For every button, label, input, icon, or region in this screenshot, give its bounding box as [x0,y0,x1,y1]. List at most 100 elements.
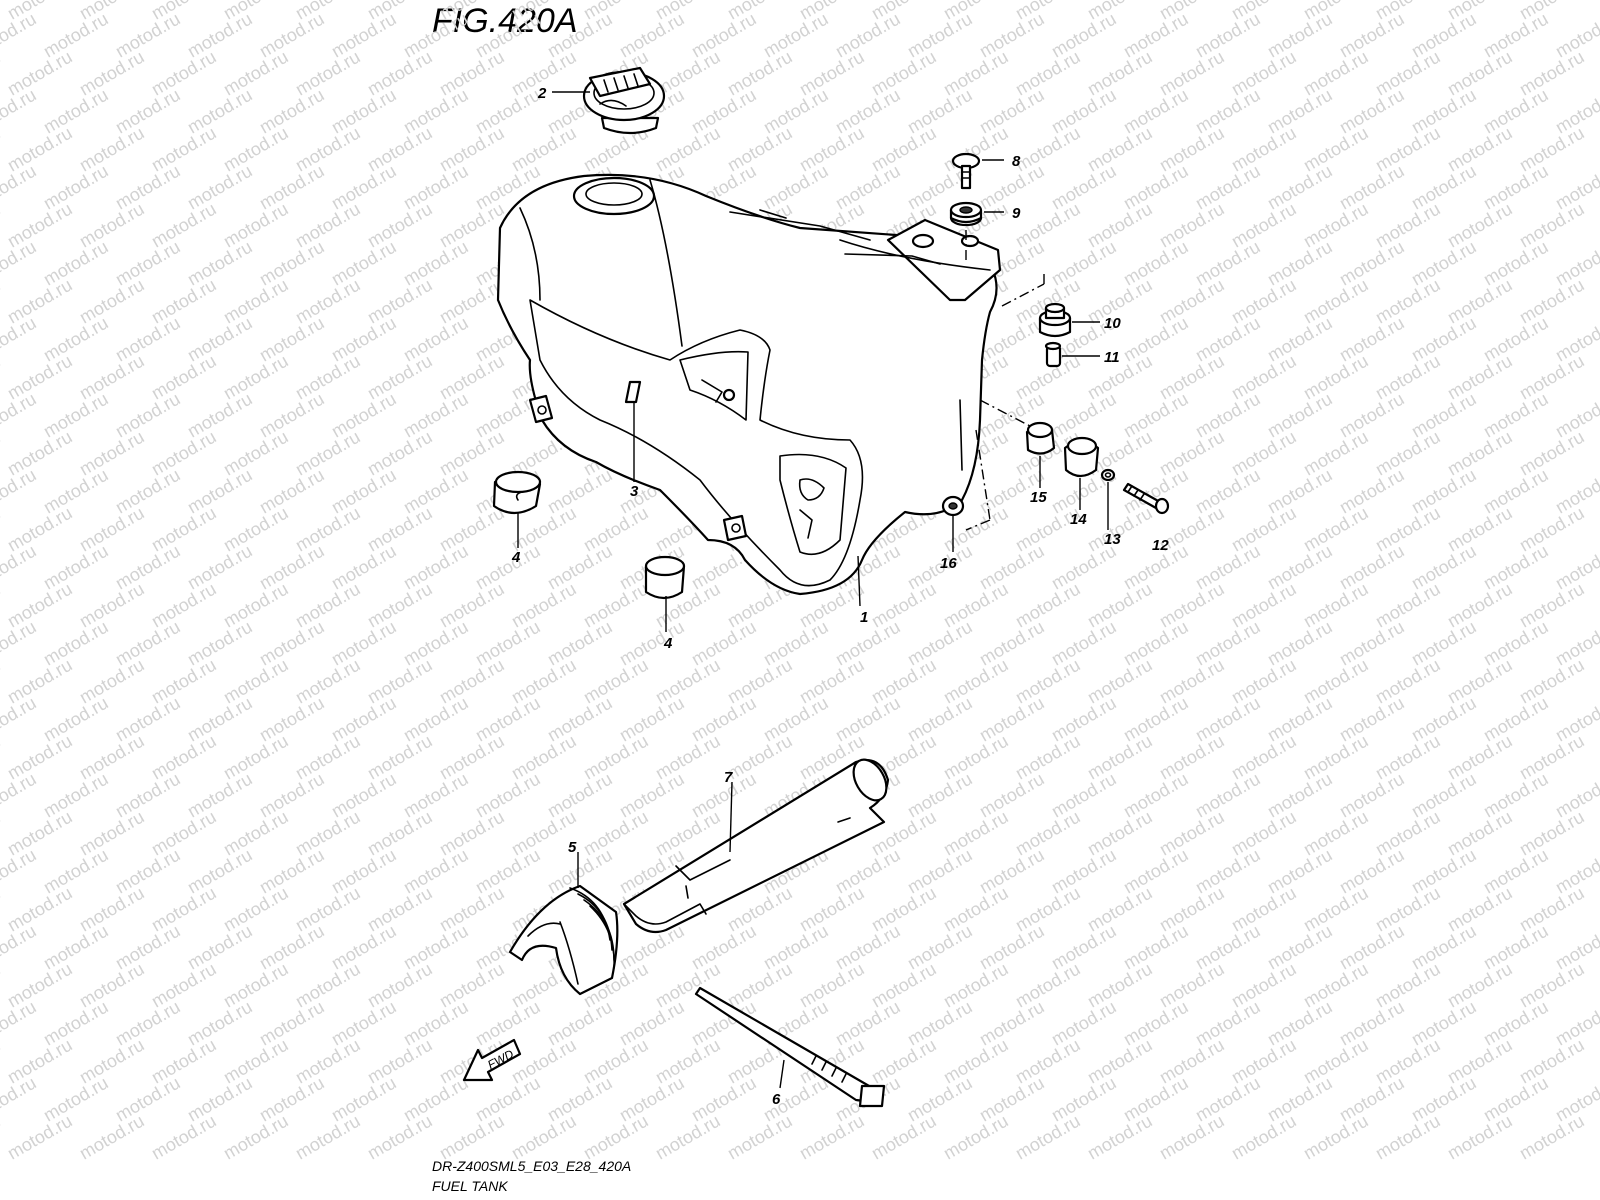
watermark-text: motod.ru [868,123,940,176]
part-15-cushion[interactable] [1025,421,1056,455]
watermark-text: motod.ru [1444,351,1516,404]
part-12-bolt[interactable] [1122,482,1170,515]
watermark-text: motod.ru [1120,921,1192,974]
watermark-text: motod.ru [1300,883,1372,936]
watermark-text: motod.ru [4,883,76,936]
part-2-fuel-cap[interactable] [582,66,666,135]
part-10-cushion[interactable] [1038,302,1072,338]
watermark-text: motod.ru [220,731,292,784]
watermark-text: motod.ru [1084,199,1156,252]
watermark-text: motod.ru [1156,731,1228,784]
watermark-text: motod.ru [868,959,940,1012]
watermark-text: motod.ru [472,997,544,1050]
watermark-text: motod.ru [148,503,220,556]
watermark-text: motod.ru [328,997,400,1050]
watermark-text: motod.ru [616,617,688,670]
watermark-text: motod.ru [1192,85,1264,138]
watermark-text: motod.ru [580,503,652,556]
watermark-text: motod.ru [76,427,148,480]
part-13-washer[interactable] [1100,468,1116,482]
watermark-text: motod.ru [436,807,508,860]
part-9-grommet[interactable] [949,201,983,227]
watermark-text: motod.ru [184,693,256,746]
watermark-text: motod.ru [328,845,400,898]
watermark-text: motod.ru [0,351,4,404]
part-7-protector-tube[interactable] [622,754,893,934]
watermark-text: motod.ru [1264,845,1336,898]
watermark-text: motod.ru [868,1111,940,1164]
part-1-fuel-tank[interactable] [496,173,1002,596]
watermark-text: motod.ru [112,693,184,746]
watermark-text: motod.ru [616,997,688,1050]
part-4-cushion-upper[interactable] [492,470,542,515]
watermark-text: motod.ru [400,161,472,214]
watermark-text: motod.ru [724,1111,796,1164]
watermark-text: motod.ru [0,845,40,898]
watermark-text: motod.ru [1156,579,1228,632]
part-8-bolt[interactable] [951,152,981,190]
watermark-text: motod.ru [292,807,364,860]
watermark-text: motod.ru [1336,617,1408,670]
watermark-text: motod.ru [1264,9,1336,62]
callout-12: 12 [1152,537,1169,554]
watermark-text: motod.ru [436,47,508,100]
watermark-text: motod.ru [1300,1111,1372,1164]
watermark-text: motod.ru [652,123,724,176]
watermark-text: motod.ru [40,997,112,1050]
watermark-text: motod.ru [940,807,1012,860]
watermark-text: motod.ru [1228,123,1300,176]
part-11-collar[interactable] [1044,341,1062,368]
watermark-text: motod.ru [400,313,472,366]
part-14-cushion[interactable] [1063,436,1100,478]
watermark-text: motod.ru [1084,351,1156,404]
watermark-text: motod.ru [1120,997,1192,1050]
part-5-clamp[interactable] [508,884,619,996]
watermark-text: motod.ru [184,237,256,290]
watermark-text: motod.ru [1120,769,1192,822]
watermark-text: motod.ru [328,465,400,518]
watermark-text: motod.ru [976,541,1048,594]
watermark-text: motod.ru [1192,1073,1264,1126]
watermark-text: motod.ru [292,959,364,1012]
watermark-text: motod.ru [1372,1111,1444,1164]
watermark-text: motod.ru [472,541,544,594]
watermark-text: motod.ru [112,9,184,62]
watermark-text: motod.ru [400,541,472,594]
watermark-text: motod.ru [1408,1073,1480,1126]
watermark-text: motod.ru [1192,845,1264,898]
watermark-text: motod.ru [1084,123,1156,176]
watermark-text: motod.ru [652,1111,724,1164]
watermark-text: motod.ru [292,351,364,404]
watermark-text: motod.ru [1408,389,1480,442]
watermark-text: motod.ru [508,1111,580,1164]
watermark-text: motod.ru [1372,275,1444,328]
watermark-text: motod.ru [544,9,616,62]
watermark-text: motod.ru [1408,921,1480,974]
watermark-text: motod.ru [904,693,976,746]
callout-6: 6 [772,1091,781,1108]
part-16-nut[interactable] [941,495,965,517]
watermark-text: motod.ru [1480,921,1552,974]
part-6-cable-tie[interactable] [694,986,886,1108]
watermark-text: motod.ru [940,47,1012,100]
watermark-text: motod.ru [976,9,1048,62]
part-4-cushion-lower[interactable] [644,555,686,600]
watermark-text: motod.ru [1192,389,1264,442]
watermark-text: motod.ru [76,883,148,936]
watermark-text: motod.ru [1516,731,1588,784]
watermark-text: motod.ru [400,845,472,898]
watermark-text: motod.ru [0,959,4,1012]
watermark-text: motod.ru [0,617,40,670]
part-3-hose[interactable] [624,380,642,404]
watermark-text: motod.ru [1480,997,1552,1050]
watermark-text: motod.ru [544,693,616,746]
watermark-text: motod.ru [0,1073,40,1126]
watermark-text: motod.ru [1228,427,1300,480]
watermark-text: motod.ru [0,1035,4,1088]
watermark-text: motod.ru [1408,85,1480,138]
watermark-text: motod.ru [0,161,40,214]
watermark-text: motod.ru [1336,9,1408,62]
watermark-text: motod.ru [1372,47,1444,100]
watermark-text: motod.ru [76,503,148,556]
watermark-text: motod.ru [1372,503,1444,556]
